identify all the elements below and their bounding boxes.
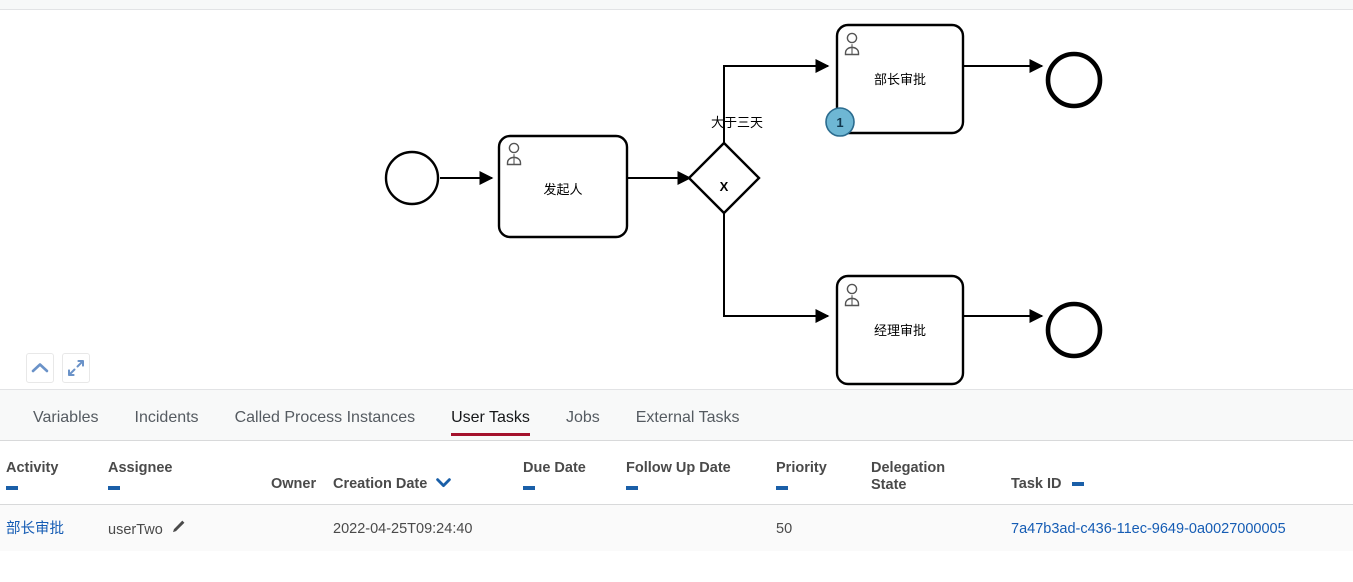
diagram-controls (26, 353, 90, 383)
cell-follow-up-date (620, 504, 770, 551)
user-task-icon (506, 142, 522, 166)
column-header-priority-label: Priority (776, 460, 827, 476)
column-header-due-date-label: Due Date (523, 460, 586, 476)
user-task-director-label: 部长审批 (874, 72, 926, 87)
cell-activity: 部长审批 (0, 504, 102, 551)
assignee-value: userTwo (108, 521, 163, 538)
user-tasks-table: Activity Assignee Owner Creation Date (0, 442, 1353, 551)
column-header-priority[interactable]: Priority (770, 442, 865, 505)
sort-dash-icon[interactable] (6, 486, 18, 491)
sort-dash-icon[interactable] (1071, 482, 1084, 487)
cell-delegation-state (865, 504, 1005, 551)
detail-tab-bar: Variables Incidents Called Process Insta… (0, 389, 1353, 441)
column-header-task-id-label: Task ID (1011, 476, 1062, 492)
user-task-manager[interactable]: 经理审批 (835, 274, 965, 386)
tab-external-tasks[interactable]: External Tasks (635, 409, 740, 426)
edge-gateway-to-manager[interactable] (723, 212, 830, 323)
cell-priority: 50 (770, 504, 865, 551)
table-header-row: Activity Assignee Owner Creation Date (0, 442, 1353, 505)
chevron-up-icon (31, 363, 49, 373)
tab-called-process-instances[interactable]: Called Process Instances (234, 409, 416, 426)
column-header-task-id[interactable]: Task ID (1005, 442, 1353, 505)
user-task-manager-label: 经理审批 (874, 323, 926, 338)
cell-owner (265, 504, 327, 551)
expand-arrows-icon (68, 360, 84, 376)
edge-label-greater-than-three-days: 大于三天 (711, 115, 763, 130)
cell-creation-date: 2022-04-25T09:24:40 (327, 504, 517, 551)
edit-pencil-icon[interactable] (171, 519, 186, 541)
tab-jobs[interactable]: Jobs (565, 409, 600, 426)
sort-dash-icon[interactable] (523, 486, 535, 491)
column-header-follow-up-date-label: Follow Up Date (626, 460, 731, 476)
end-event-bottom[interactable] (1045, 301, 1103, 359)
column-header-assignee-label: Assignee (108, 460, 173, 476)
cell-due-date (517, 504, 620, 551)
user-task-initiator-label: 发起人 (543, 182, 582, 197)
bpmn-diagram-canvas[interactable]: 发起人 X 大于三天 部长审批 1 (0, 11, 1353, 389)
column-header-owner-label: Owner (271, 476, 317, 492)
user-task-icon (844, 283, 860, 307)
user-task-icon (844, 32, 860, 56)
top-strip (0, 0, 1353, 10)
task-id-link[interactable]: 7a47b3ad-c436-11ec-9649-0a0027000005 (1011, 521, 1286, 537)
column-header-delegation-state[interactable]: Delegation State (865, 442, 1005, 505)
user-task-director[interactable]: 部长审批 (835, 23, 965, 135)
tab-variables[interactable]: Variables (33, 409, 99, 426)
activity-link[interactable]: 部长审批 (6, 521, 64, 537)
column-header-delegation-state-label: Delegation State (871, 460, 946, 493)
column-header-follow-up-date[interactable]: Follow Up Date (620, 442, 770, 505)
gateway-x-symbol: X (720, 179, 729, 194)
sort-dash-icon[interactable] (776, 486, 788, 491)
tab-incidents[interactable]: Incidents (134, 409, 199, 426)
cell-task-id: 7a47b3ad-c436-11ec-9649-0a0027000005 (1005, 504, 1353, 551)
chevron-down-icon[interactable] (436, 476, 452, 493)
expand-button[interactable] (62, 353, 90, 383)
column-header-activity-label: Activity (6, 460, 59, 476)
sort-dash-icon[interactable] (108, 486, 120, 491)
start-event[interactable] (384, 150, 440, 206)
sort-dash-icon[interactable] (626, 486, 638, 491)
exclusive-gateway[interactable]: X (687, 141, 761, 215)
tab-user-tasks[interactable]: User Tasks (451, 409, 530, 440)
table-row[interactable]: 部长审批 userTwo 2022-04-25 (0, 504, 1353, 551)
collapse-button[interactable] (26, 353, 54, 383)
column-header-activity[interactable]: Activity (0, 442, 102, 505)
activity-instance-badge[interactable]: 1 (825, 107, 855, 137)
end-event-top[interactable] (1045, 51, 1103, 109)
column-header-creation-date[interactable]: Creation Date (327, 442, 517, 505)
column-header-owner[interactable]: Owner (265, 442, 327, 505)
column-header-creation-date-label: Creation Date (333, 476, 428, 493)
activity-instance-badge-count: 1 (836, 115, 843, 130)
cell-assignee: userTwo (102, 504, 265, 551)
user-tasks-table-container[interactable]: Activity Assignee Owner Creation Date (0, 442, 1353, 582)
edge-gateway-to-director[interactable] (723, 59, 830, 143)
column-header-assignee[interactable]: Assignee (102, 442, 265, 505)
user-task-initiator[interactable]: 发起人 (497, 134, 629, 239)
column-header-due-date[interactable]: Due Date (517, 442, 620, 505)
